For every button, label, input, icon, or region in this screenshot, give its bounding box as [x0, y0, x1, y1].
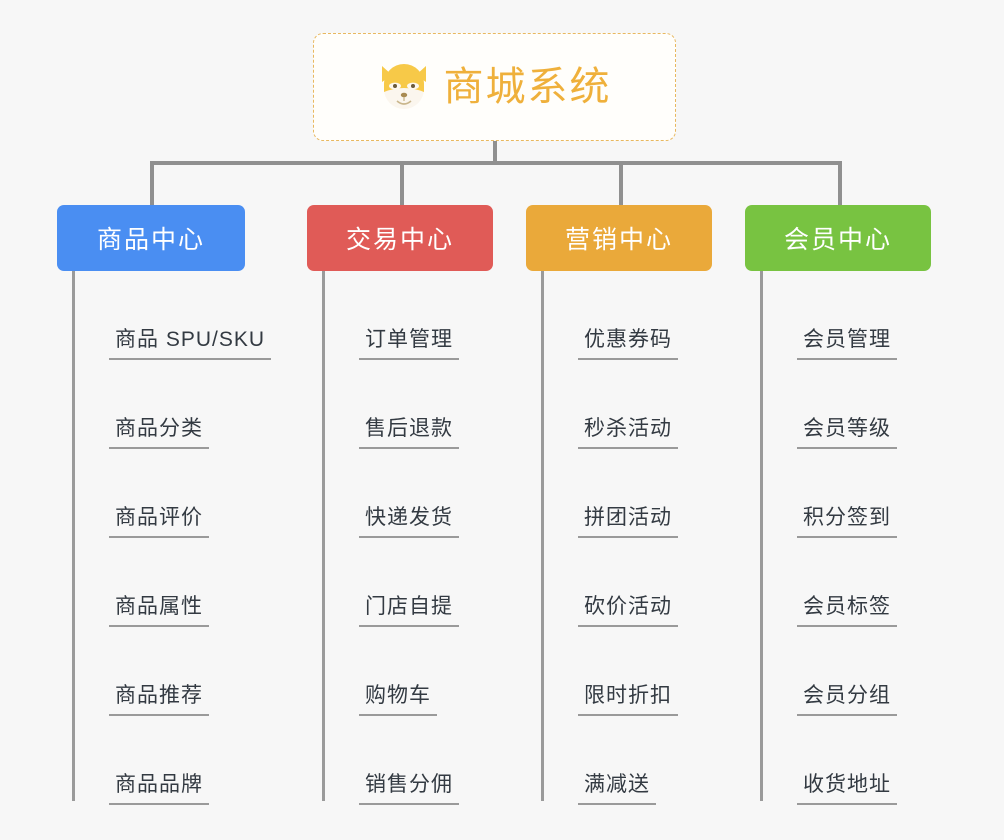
leaf-item[interactable]: 订单管理 — [325, 271, 459, 360]
category-box-member-center[interactable]: 会员中心 — [745, 205, 931, 271]
root-title: 商城系统 — [443, 65, 612, 109]
leaf-label: 会员分组 — [803, 683, 891, 707]
leaf-label: 商品品牌 — [115, 772, 203, 796]
drop-connector-product-center — [150, 161, 154, 205]
leaf-label: 收货地址 — [803, 772, 891, 796]
category-label: 营销中心 — [564, 226, 673, 254]
leaf-item[interactable]: 商品 SPU/SKU — [75, 271, 272, 360]
leaf-underline: 商品分类 — [109, 416, 209, 449]
leaf-label: 秒杀活动 — [584, 416, 672, 440]
leaf-label: 会员等级 — [803, 416, 891, 440]
column-spine — [541, 271, 544, 801]
leaf-item[interactable]: 收货地址 — [763, 716, 897, 805]
leaf-underline: 销售分佣 — [359, 772, 459, 805]
leaf-underline: 会员管理 — [797, 327, 897, 360]
leaf-item[interactable]: 优惠券码 — [544, 271, 678, 360]
leaf-label: 优惠券码 — [584, 327, 672, 351]
drop-connector-member-center — [838, 161, 842, 205]
leaf-item[interactable]: 商品属性 — [75, 538, 209, 627]
root-node[interactable]: 商城系统 — [313, 33, 676, 141]
drop-connector-trade-center — [400, 161, 404, 205]
leaf-label: 购物车 — [365, 683, 431, 707]
leaf-label: 销售分佣 — [365, 772, 453, 796]
drop-connector-marketing-center — [619, 161, 623, 205]
leaf-item[interactable]: 拼团活动 — [544, 449, 678, 538]
leaf-item[interactable]: 门店自提 — [325, 538, 459, 627]
leaf-item[interactable]: 砍价活动 — [544, 538, 678, 627]
leaf-underline: 商品推荐 — [109, 683, 209, 716]
leaf-item[interactable]: 销售分佣 — [325, 716, 459, 805]
leaf-underline: 会员标签 — [797, 594, 897, 627]
leaf-item[interactable]: 会员等级 — [763, 360, 897, 449]
leaf-underline: 积分签到 — [797, 505, 897, 538]
category-label: 交易中心 — [345, 226, 454, 254]
leaf-item[interactable]: 会员分组 — [763, 627, 897, 716]
column-spine — [72, 271, 75, 801]
leaf-item[interactable]: 积分签到 — [763, 449, 897, 538]
leaf-item[interactable]: 商品品牌 — [75, 716, 209, 805]
leaf-label: 快递发货 — [365, 505, 453, 529]
leaf-underline: 购物车 — [359, 683, 437, 716]
shiba-dog-face-icon — [378, 62, 430, 112]
leaf-underline: 商品 SPU/SKU — [109, 327, 272, 360]
leaf-underline: 商品属性 — [109, 594, 209, 627]
leaf-underline: 收货地址 — [797, 772, 897, 805]
leaf-label: 会员管理 — [803, 327, 891, 351]
leaf-item[interactable]: 会员管理 — [763, 271, 897, 360]
leaf-item[interactable]: 商品评价 — [75, 449, 209, 538]
leaf-label: 砍价活动 — [584, 594, 672, 618]
leaf-underline: 商品品牌 — [109, 772, 209, 805]
leaf-underline: 订单管理 — [359, 327, 459, 360]
horizontal-bus-connector — [150, 161, 840, 165]
leaf-underline: 门店自提 — [359, 594, 459, 627]
leaf-label: 拼团活动 — [584, 505, 672, 529]
column-spine — [322, 271, 325, 801]
leaf-label: 商品属性 — [115, 594, 203, 618]
category-label: 商品中心 — [96, 226, 205, 254]
leaf-underline: 商品评价 — [109, 505, 209, 538]
category-box-product-center[interactable]: 商品中心 — [57, 205, 245, 271]
leaf-item[interactable]: 快递发货 — [325, 449, 459, 538]
leaf-underline: 秒杀活动 — [578, 416, 678, 449]
leaf-underline: 拼团活动 — [578, 505, 678, 538]
leaf-underline: 快递发货 — [359, 505, 459, 538]
leaf-underline: 满减送 — [578, 772, 656, 805]
leaf-underline: 限时折扣 — [578, 683, 678, 716]
leaf-underline: 会员等级 — [797, 416, 897, 449]
category-box-marketing-center[interactable]: 营销中心 — [526, 205, 712, 271]
leaf-item[interactable]: 售后退款 — [325, 360, 459, 449]
leaf-label: 满减送 — [584, 772, 650, 796]
leaf-label: 售后退款 — [365, 416, 453, 440]
leaf-item[interactable]: 满减送 — [544, 716, 656, 805]
column-spine — [760, 271, 763, 801]
leaf-item[interactable]: 限时折扣 — [544, 627, 678, 716]
leaf-label: 限时折扣 — [584, 683, 672, 707]
leaf-label: 商品评价 — [115, 505, 203, 529]
leaf-label: 订单管理 — [365, 327, 453, 351]
root-stem-connector — [493, 141, 497, 163]
leaf-label: 商品 SPU/SKU — [115, 327, 266, 351]
leaf-item[interactable]: 商品推荐 — [75, 627, 209, 716]
leaf-underline: 会员分组 — [797, 683, 897, 716]
leaf-underline: 售后退款 — [359, 416, 459, 449]
category-label: 会员中心 — [783, 226, 892, 254]
leaf-underline: 砍价活动 — [578, 594, 678, 627]
leaf-item[interactable]: 购物车 — [325, 627, 437, 716]
leaf-item[interactable]: 会员标签 — [763, 538, 897, 627]
leaf-item[interactable]: 商品分类 — [75, 360, 209, 449]
leaf-label: 门店自提 — [365, 594, 453, 618]
leaf-underline: 优惠券码 — [578, 327, 678, 360]
leaf-label: 会员标签 — [803, 594, 891, 618]
leaf-label: 积分签到 — [803, 505, 891, 529]
category-box-trade-center[interactable]: 交易中心 — [307, 205, 493, 271]
leaf-label: 商品分类 — [115, 416, 203, 440]
leaf-item[interactable]: 秒杀活动 — [544, 360, 678, 449]
leaf-label: 商品推荐 — [115, 683, 203, 707]
